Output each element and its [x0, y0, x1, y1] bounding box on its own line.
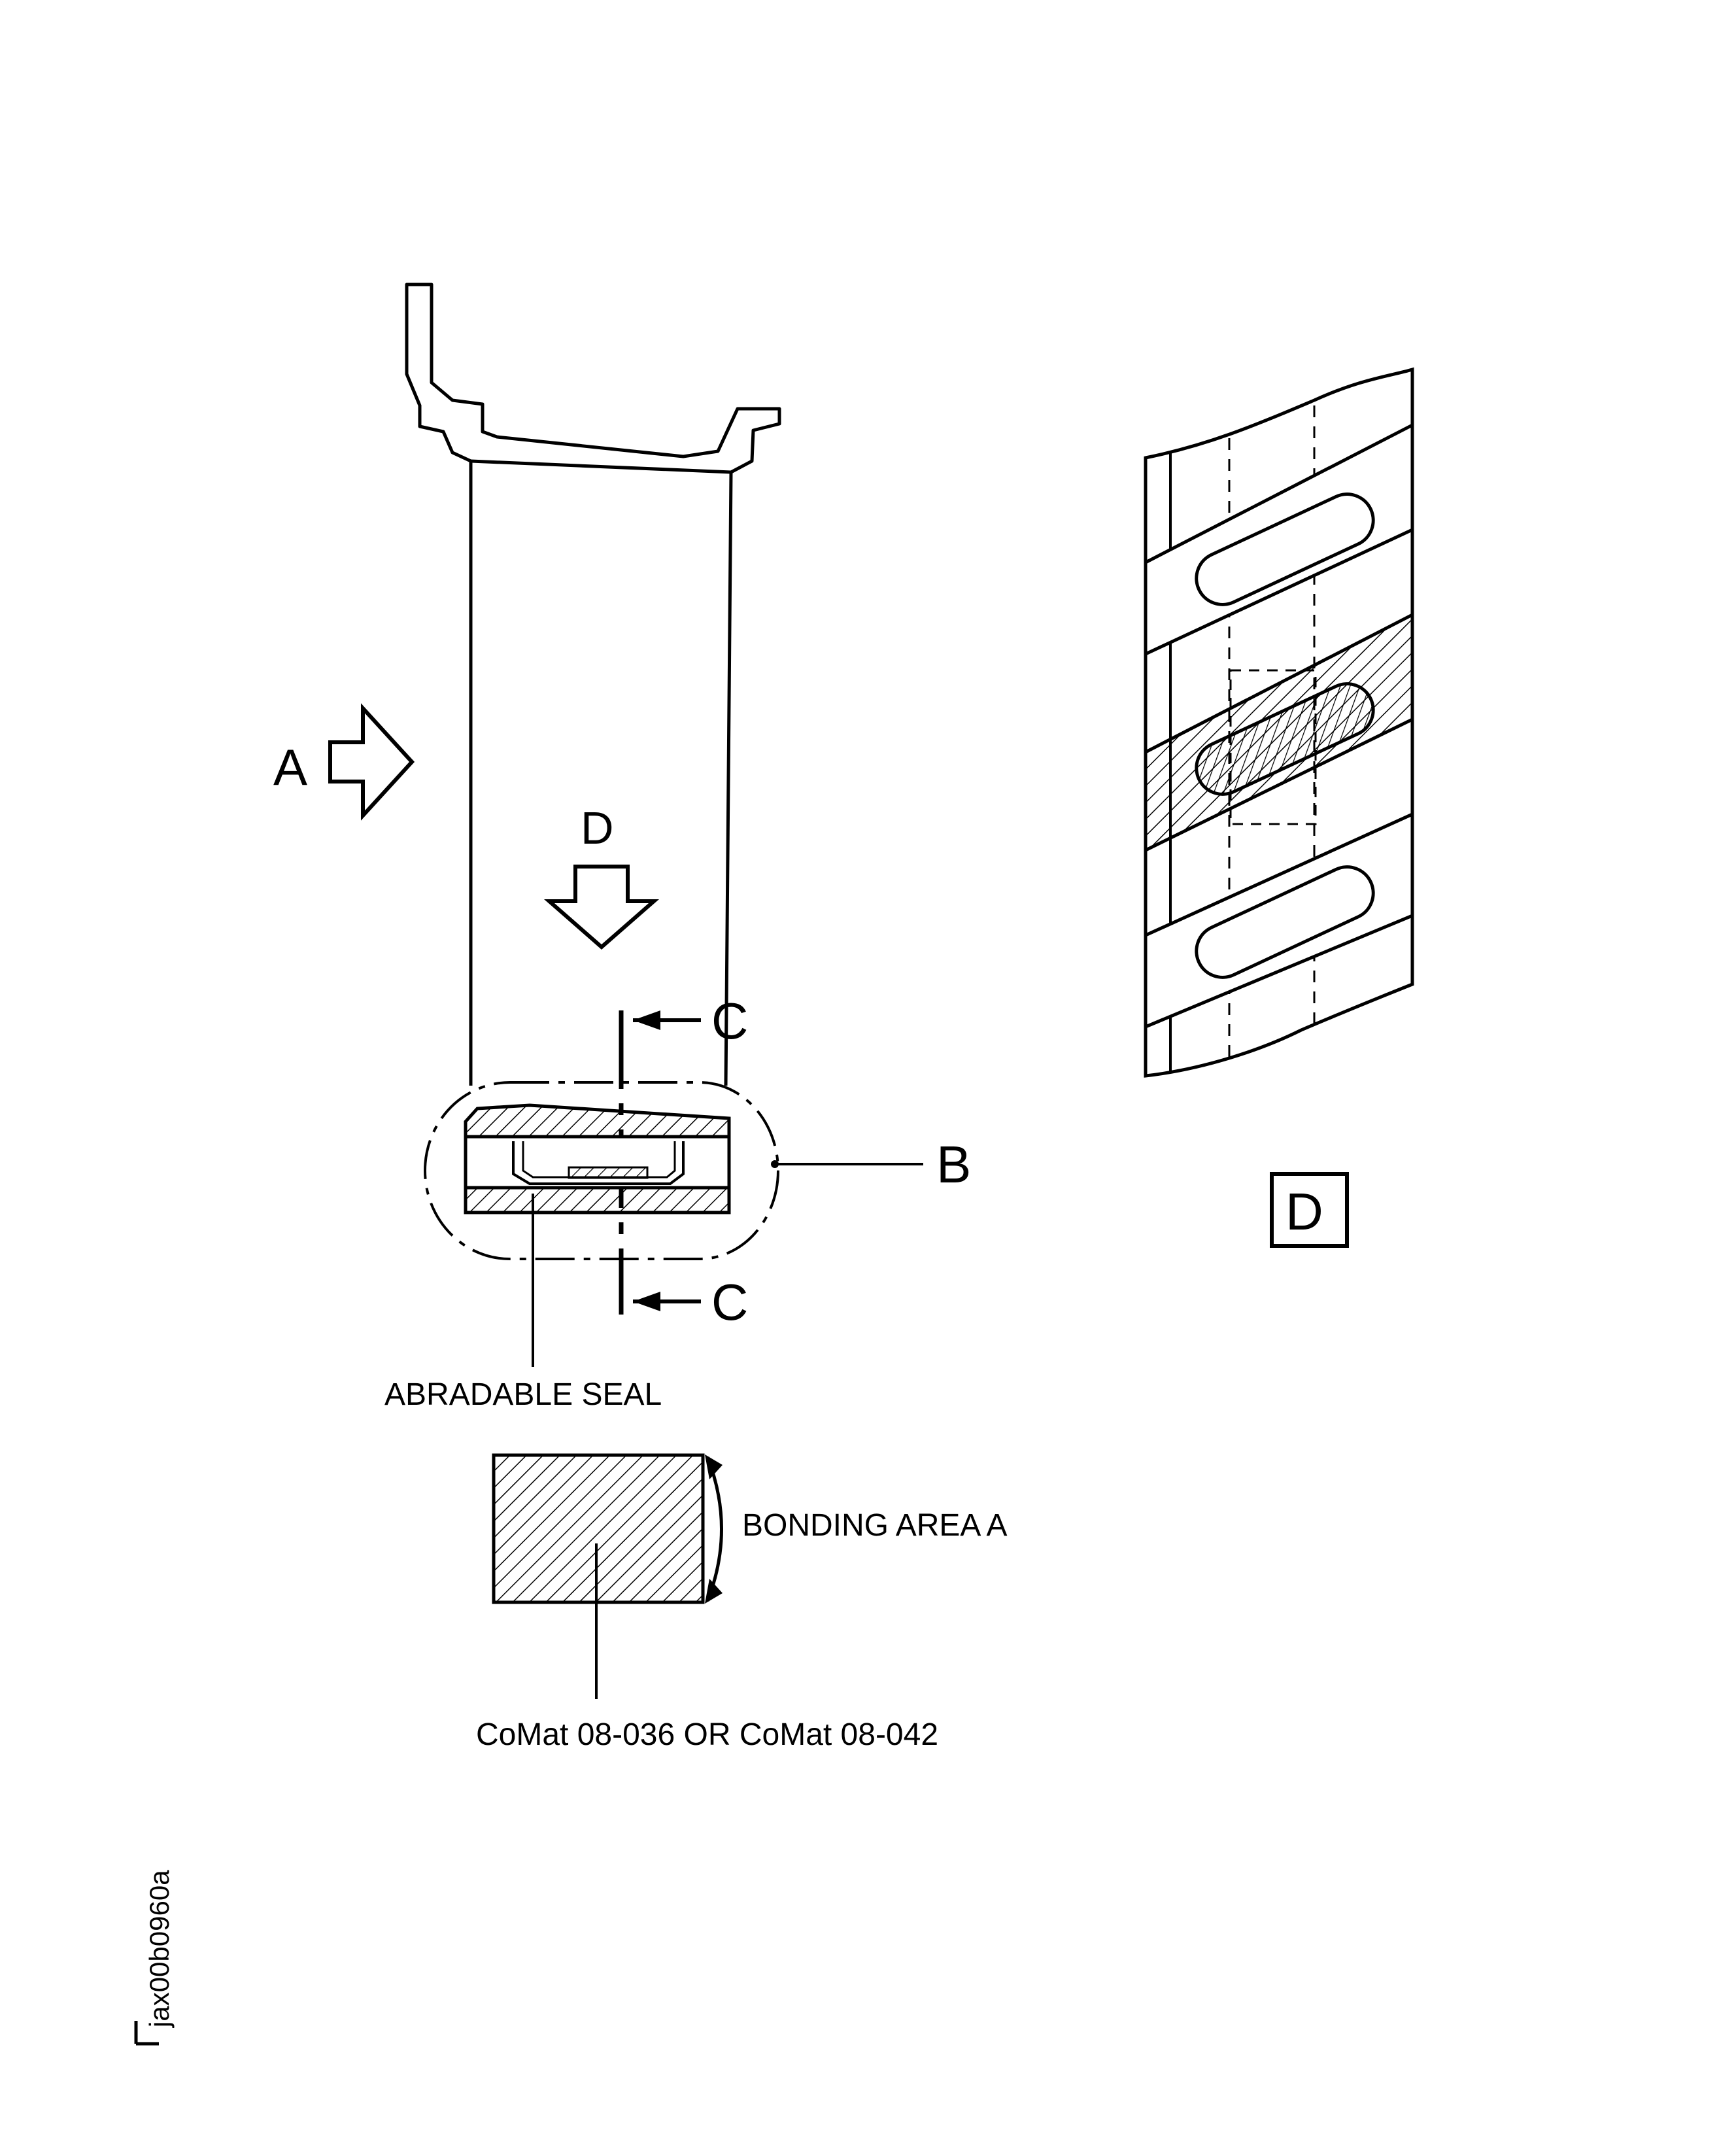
- vane-outline: [405, 283, 781, 1086]
- section-c-bottom-label: C: [711, 1273, 748, 1331]
- view-d-arrow: D: [544, 802, 659, 950]
- section-c-top-label: C: [711, 992, 748, 1050]
- view-a-arrow: A: [273, 703, 415, 821]
- bonding-area-legend: BONDING AREA A CoMat 08-036 OR CoMat 08-…: [476, 1453, 1007, 1752]
- view-d-box: D: [1270, 1172, 1349, 1248]
- material-label: CoMat 08-036 OR CoMat 08-042: [476, 1717, 938, 1752]
- view-d-box-label: D: [1285, 1182, 1323, 1241]
- abradable-seal-label: ABRADABLE SEAL: [384, 1377, 662, 1412]
- bonding-area-label: BONDING AREA A: [742, 1508, 1007, 1543]
- seal-detail: B ABRADABLE SEAL: [384, 1081, 971, 1412]
- figure-id: jax00b0960a: [134, 1870, 175, 2046]
- figure-id-label: jax00b0960a: [144, 1870, 175, 2029]
- view-a-label: A: [273, 738, 307, 796]
- detail-b-label: B: [936, 1135, 971, 1194]
- view-d-panel: [1144, 367, 1414, 1078]
- view-d-label: D: [581, 802, 614, 853]
